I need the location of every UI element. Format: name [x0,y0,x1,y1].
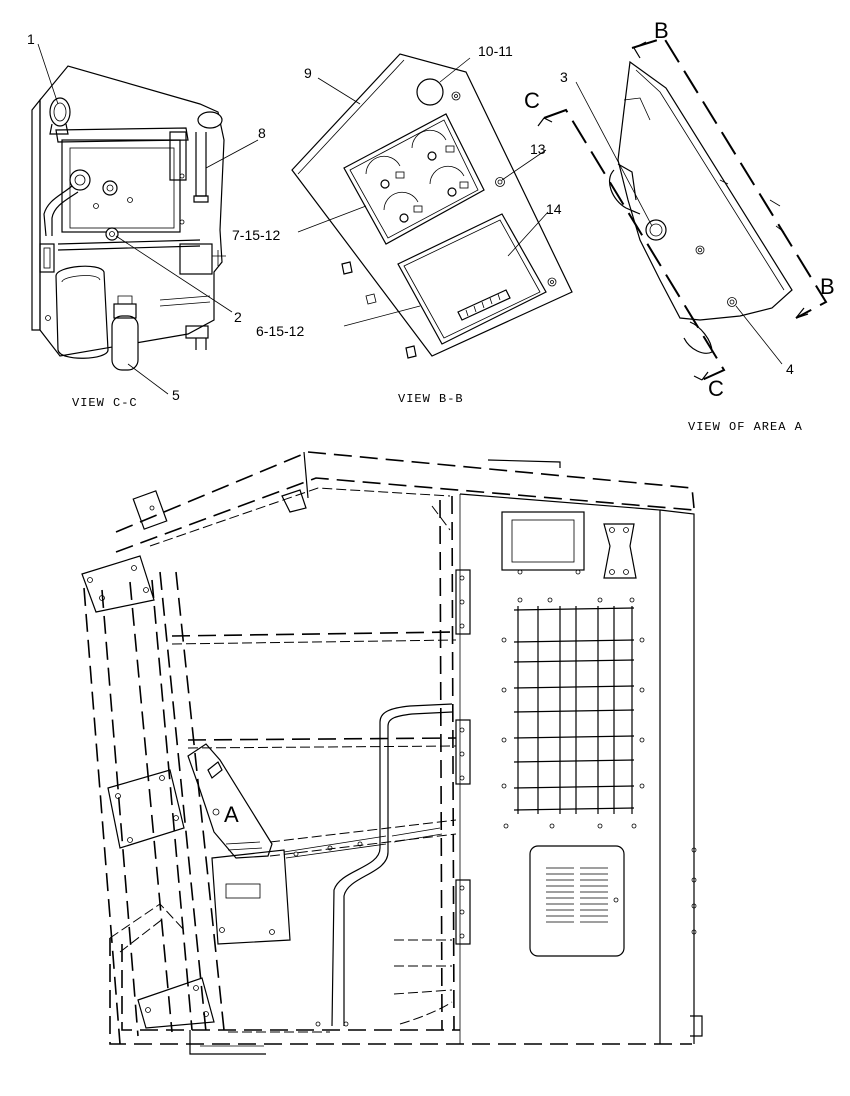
view-bb-label: VIEW B-B [398,392,464,406]
view-cc-leaders [37,43,259,395]
view-area-a-leaders [575,81,783,365]
arrow-icon [633,41,647,59]
section-marker-b-bottom: B [820,274,835,299]
view-bb-drawing [291,53,573,359]
view-bb-leaders [297,57,549,327]
arrow-icon [537,117,553,127]
callout-4: 4 [786,361,794,377]
view-cc-drawing [31,65,226,371]
arrow-icon [795,307,809,319]
callout-14: 14 [546,201,562,217]
section-marker-c-top: C [524,88,540,113]
callout-9: 9 [304,65,312,81]
view-area-a-label: VIEW OF AREA A [688,420,803,434]
view-cc-label: VIEW C-C [72,396,138,410]
callout-13: 13 [530,141,546,157]
arrow-icon [693,371,709,381]
callout-10-11: 10-11 [478,43,513,59]
callout-2: 2 [234,309,242,325]
vent-panel [529,845,625,957]
callout-3: 3 [560,69,568,85]
gauge-icon [383,191,423,223]
callout-6-15-12: 6-15-12 [256,323,304,339]
gauge-icon [411,129,455,161]
gauge-icon [429,165,469,197]
section-marker-c-bottom: C [708,376,724,401]
led-strip-icon [457,289,511,321]
gauge-icon [365,155,405,189]
view-area-a-drawing [537,36,828,381]
callout-7-15-12: 7-15-12 [232,227,280,243]
cab-drawing [81,451,703,1055]
area-a-marker: A [224,802,239,827]
callout-5: 5 [172,387,180,403]
section-marker-b-top: B [654,18,669,43]
callout-1: 1 [27,31,35,47]
callout-8: 8 [258,125,266,141]
grille [501,597,645,829]
